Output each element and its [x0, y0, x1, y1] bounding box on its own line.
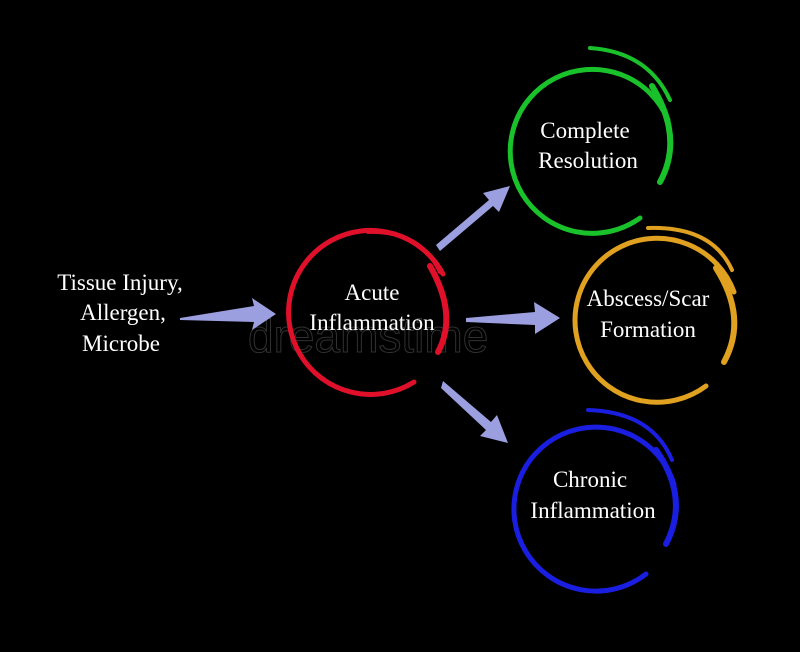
abscess-scar-label-2: Formation — [600, 317, 696, 342]
complete-resolution-label-2: Resolution — [538, 148, 638, 173]
abscess-scar-ring — [572, 235, 737, 405]
acute-inflammation-node: Acute Inflammation — [286, 227, 450, 397]
arrow-to-complete-resolution — [436, 186, 510, 251]
complete-resolution-ring — [507, 66, 671, 236]
acute-circle-swash — [427, 263, 450, 355]
chronic-inflammation-node: Chronic Inflammation — [511, 408, 679, 594]
chronic-inflammation-label-1: Chronic — [553, 467, 627, 492]
acute-label-line-1: Acute — [345, 280, 400, 305]
complete-resolution-label-1: Complete — [540, 118, 629, 143]
abscess-scar-label-1: Abscess/Scar — [587, 286, 710, 311]
complete-resolution-swash — [649, 83, 674, 185]
input-line-3: Microbe — [82, 331, 160, 356]
acute-label-line-2: Inflammation — [309, 310, 435, 335]
arrow-to-chronic — [441, 381, 508, 443]
chronic-inflammation-swash — [653, 447, 679, 547]
abscess-scar-swash — [713, 265, 738, 365]
abscess-scar-tail — [646, 225, 734, 272]
complete-resolution-node: Complete Resolution — [507, 46, 674, 236]
acute-circle-tail — [366, 229, 442, 274]
chronic-inflammation-ring — [511, 424, 677, 594]
input-causes: Tissue Injury, Allergen, Microbe — [57, 270, 182, 356]
complete-resolution-tail — [588, 46, 672, 102]
chronic-inflammation-label-2: Inflammation — [530, 498, 656, 523]
input-line-2: Allergen, — [80, 300, 166, 325]
arrow-input-to-acute — [180, 298, 276, 330]
chronic-inflammation-tail — [586, 408, 674, 462]
input-line-1: Tissue Injury, — [57, 270, 182, 295]
arrow-to-abscess-scar — [466, 302, 560, 334]
abscess-scar-node: Abscess/Scar Formation — [572, 225, 738, 405]
